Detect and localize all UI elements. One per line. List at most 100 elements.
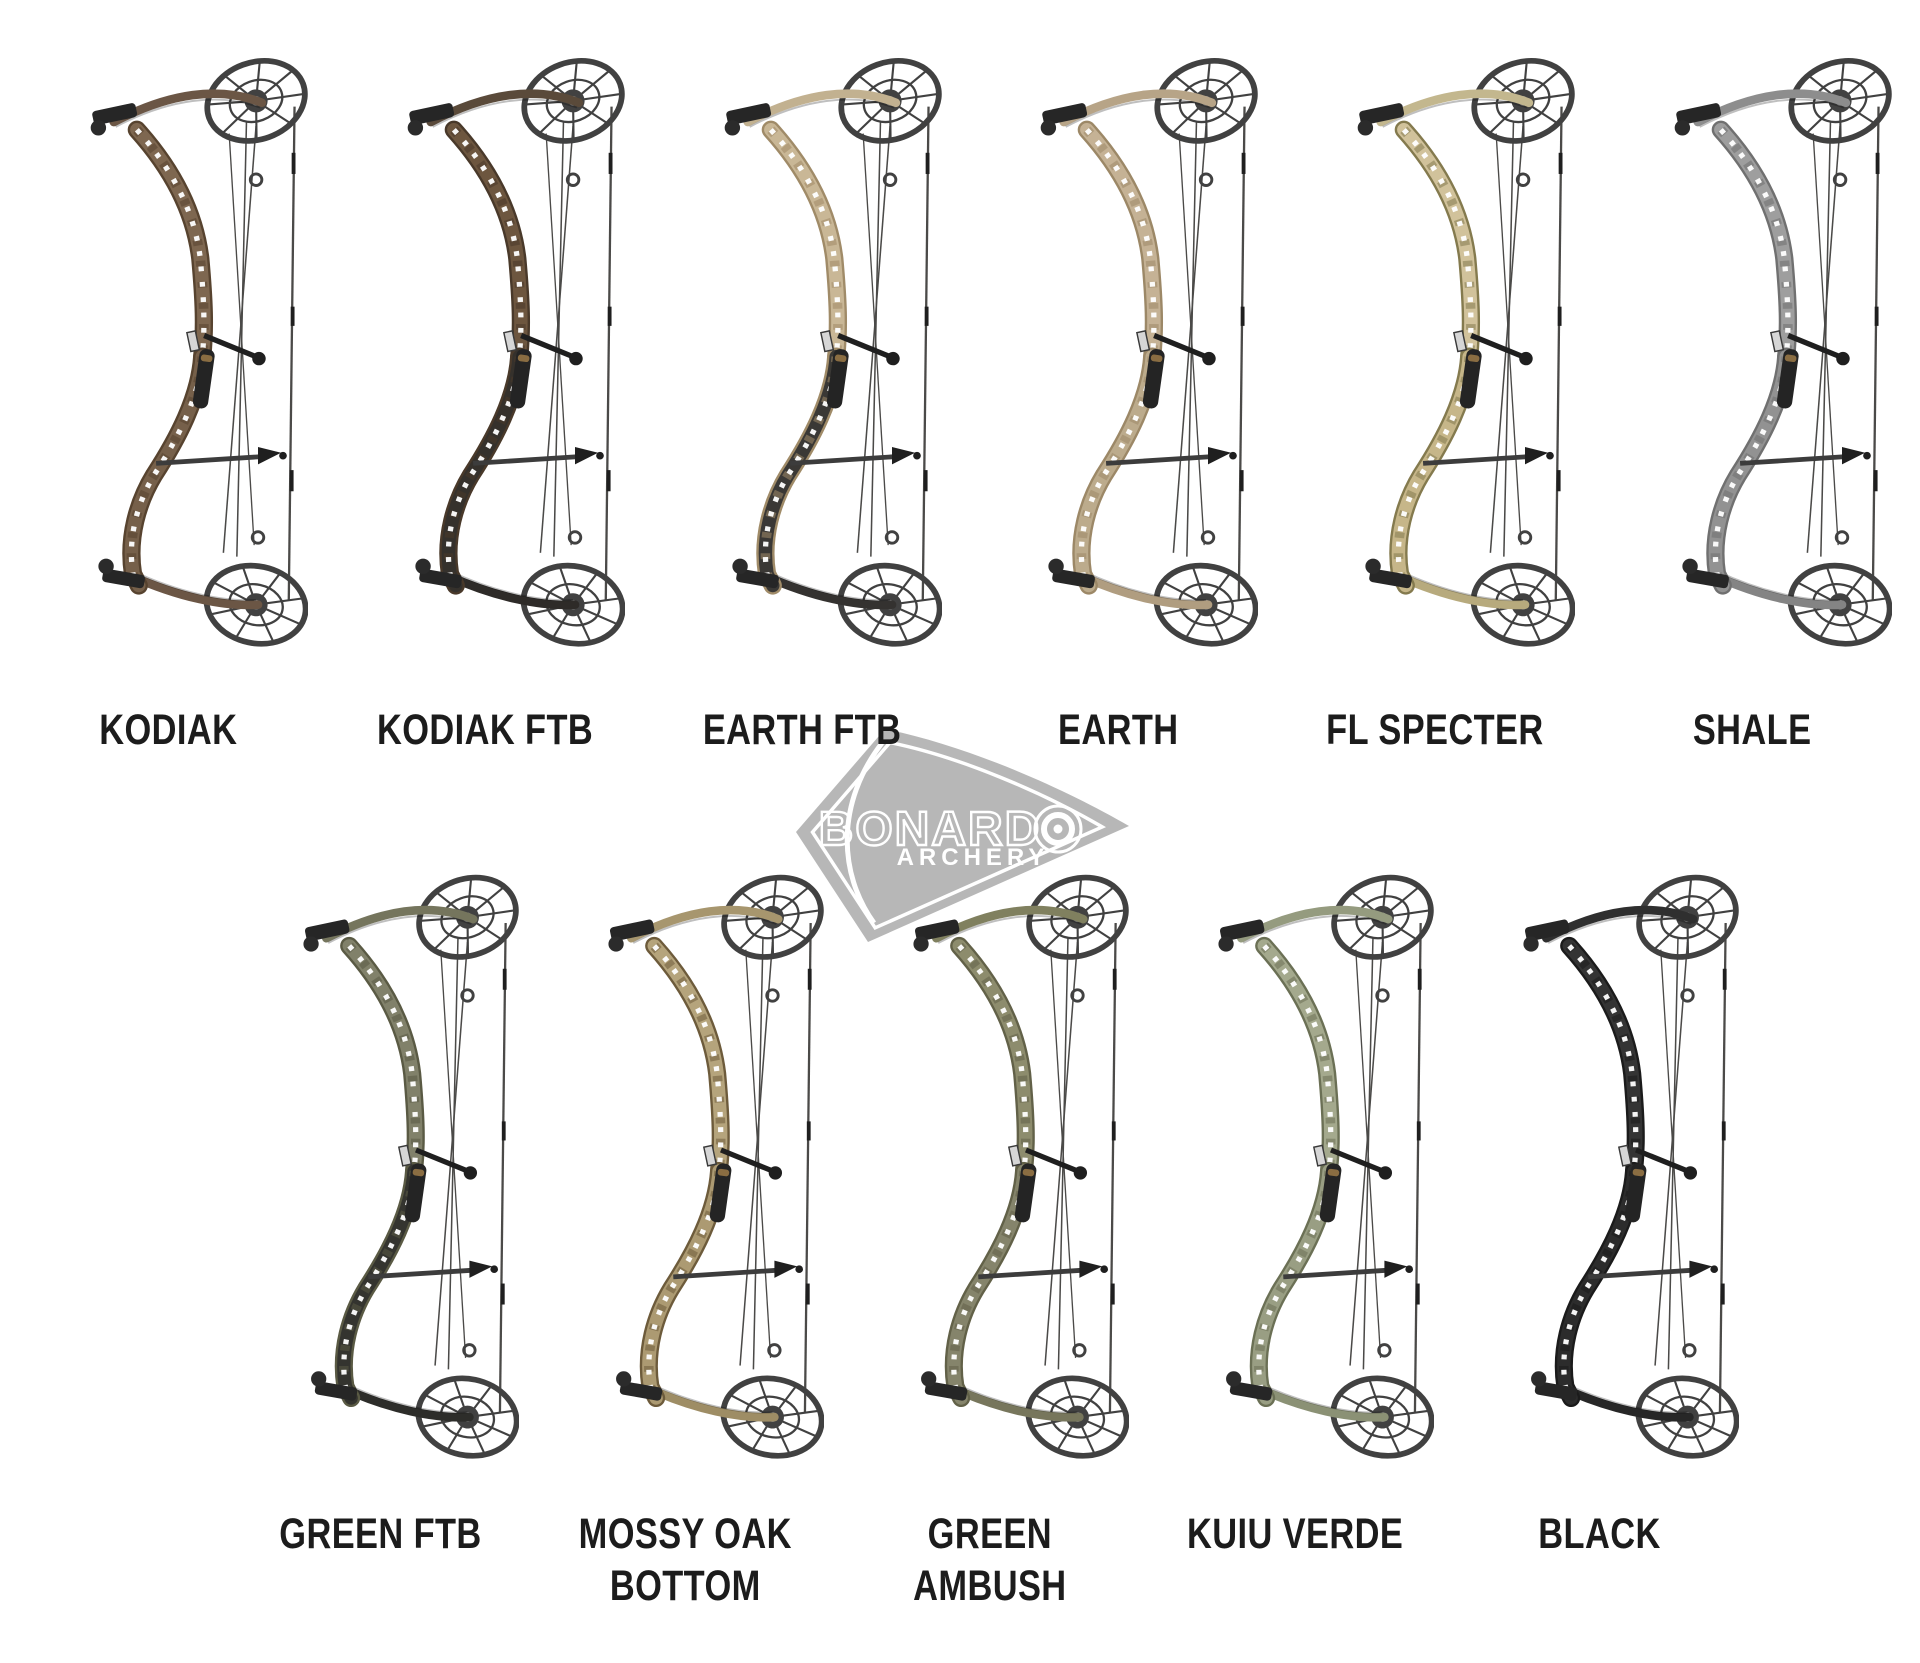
colorway-label-earth-ftb: EARTH FTB bbox=[702, 706, 901, 754]
cable-pulley bbox=[567, 530, 583, 545]
bow-image-shale bbox=[1642, 18, 1893, 653]
cable-pulley bbox=[1375, 988, 1390, 1003]
bow-card-kuiu-verde: KUIU VERDE bbox=[1142, 835, 1447, 1612]
cable bbox=[1050, 949, 1077, 1358]
bow-image-black bbox=[1491, 835, 1740, 1465]
cable-guard-rod bbox=[1024, 1147, 1079, 1174]
cable bbox=[539, 125, 574, 553]
bow-image-earth-ftb bbox=[692, 18, 943, 653]
limb-pocket-top bbox=[725, 103, 771, 126]
bow-illustration bbox=[1523, 874, 1740, 1459]
stabilizer-rod bbox=[368, 1267, 474, 1280]
bow-string bbox=[287, 106, 297, 601]
riser-badge bbox=[502, 330, 518, 353]
logo-inner-outline bbox=[810, 740, 1107, 931]
cable bbox=[1172, 125, 1208, 553]
bow-string bbox=[1718, 922, 1727, 1414]
cable-pulley bbox=[1199, 172, 1214, 187]
bow-string bbox=[1554, 106, 1563, 601]
cam-wheel bbox=[837, 562, 943, 647]
cable bbox=[1653, 942, 1688, 1366]
brand-text: BONARD bbox=[819, 803, 1042, 856]
stabilizer-rod bbox=[673, 1267, 779, 1280]
cable bbox=[1659, 949, 1686, 1358]
cable-guard-rod bbox=[1470, 333, 1525, 360]
bow-string bbox=[1413, 922, 1422, 1414]
cable-pulley bbox=[1070, 988, 1085, 1003]
stabilizer-rod bbox=[156, 454, 263, 466]
cable-pulley bbox=[765, 988, 780, 1003]
riser-badge bbox=[703, 1144, 718, 1167]
cable bbox=[1489, 125, 1524, 553]
limb-pocket-top bbox=[914, 919, 960, 942]
riser-badge bbox=[1617, 1144, 1632, 1167]
bow-image-mossy-oak-bottom bbox=[576, 835, 825, 1465]
cable bbox=[856, 125, 891, 553]
bow-illustration bbox=[1218, 874, 1435, 1459]
bow-card-shale: SHALE bbox=[1593, 18, 1910, 757]
cable bbox=[222, 125, 258, 553]
limb-pocket-bottom bbox=[1685, 568, 1729, 589]
bow-illustration bbox=[407, 58, 626, 647]
limb-pocket-bottom bbox=[1229, 1381, 1273, 1401]
grip bbox=[509, 349, 532, 409]
cable-guard-rod bbox=[836, 333, 891, 360]
riser-badge bbox=[398, 1144, 413, 1167]
grip bbox=[1459, 349, 1482, 409]
cable bbox=[228, 133, 256, 546]
grip bbox=[1776, 349, 1799, 409]
limb-pocket-top bbox=[610, 919, 655, 942]
limb-pocket-top bbox=[1524, 919, 1570, 942]
grip bbox=[1014, 1163, 1037, 1223]
cable bbox=[1812, 133, 1839, 546]
watermark-logo: BONARD ARCHERY bbox=[780, 715, 1140, 955]
colorway-label-kodiak: KODIAK bbox=[99, 706, 238, 754]
bow-image-kuiu-verde bbox=[1186, 835, 1435, 1465]
limb-pocket-bottom bbox=[924, 1381, 968, 1401]
cable bbox=[440, 949, 467, 1358]
cable-pulley bbox=[565, 172, 581, 187]
brand-sub-text: ARCHERY bbox=[897, 844, 1050, 871]
stabilizer-rod bbox=[472, 454, 579, 466]
bow-string bbox=[1237, 106, 1247, 601]
riser-badge bbox=[819, 330, 834, 353]
limb-pocket-top bbox=[1219, 919, 1265, 942]
cable-guard-rod bbox=[1634, 1147, 1689, 1174]
cable bbox=[434, 942, 469, 1366]
cable-guard-rod bbox=[520, 333, 575, 360]
bow-illustration bbox=[1041, 58, 1259, 647]
bow-image-green-ftb bbox=[271, 835, 520, 1465]
bow-string bbox=[499, 922, 508, 1414]
cable bbox=[739, 942, 774, 1366]
stabilizer-rod bbox=[1739, 454, 1846, 466]
cable-guard-rod bbox=[1786, 333, 1841, 360]
limb-pocket-bottom bbox=[1534, 1381, 1577, 1401]
cam-wheel bbox=[1330, 1375, 1435, 1459]
limb-pocket-top bbox=[305, 919, 350, 942]
cam-wheel bbox=[1025, 1375, 1130, 1459]
cam-wheel bbox=[1635, 1375, 1740, 1459]
cable bbox=[1178, 133, 1206, 546]
cable-guard-rod bbox=[203, 333, 258, 360]
bow-illustration bbox=[608, 874, 825, 1459]
bow-illustration bbox=[913, 874, 1130, 1459]
bow-string bbox=[604, 106, 613, 601]
bow-card-kodiak-ftb: KODIAK FTB bbox=[327, 18, 644, 757]
stabilizer-rod bbox=[978, 1267, 1084, 1280]
limb-pocket-top bbox=[1359, 103, 1405, 126]
cable-pulley bbox=[884, 530, 899, 545]
cable-pulley bbox=[1201, 530, 1216, 545]
cable-pulley bbox=[462, 1343, 477, 1358]
cable bbox=[1495, 133, 1522, 546]
bow-illustration bbox=[303, 874, 520, 1459]
cable-pulley bbox=[767, 1343, 782, 1358]
cable-pulley bbox=[1517, 530, 1533, 545]
limb-pocket-bottom bbox=[735, 568, 779, 589]
cable-pulley bbox=[1681, 1343, 1697, 1358]
bow-image-fl-specter bbox=[1325, 18, 1576, 653]
bow-illustration bbox=[91, 58, 309, 647]
limb-pocket-bottom bbox=[102, 568, 146, 589]
